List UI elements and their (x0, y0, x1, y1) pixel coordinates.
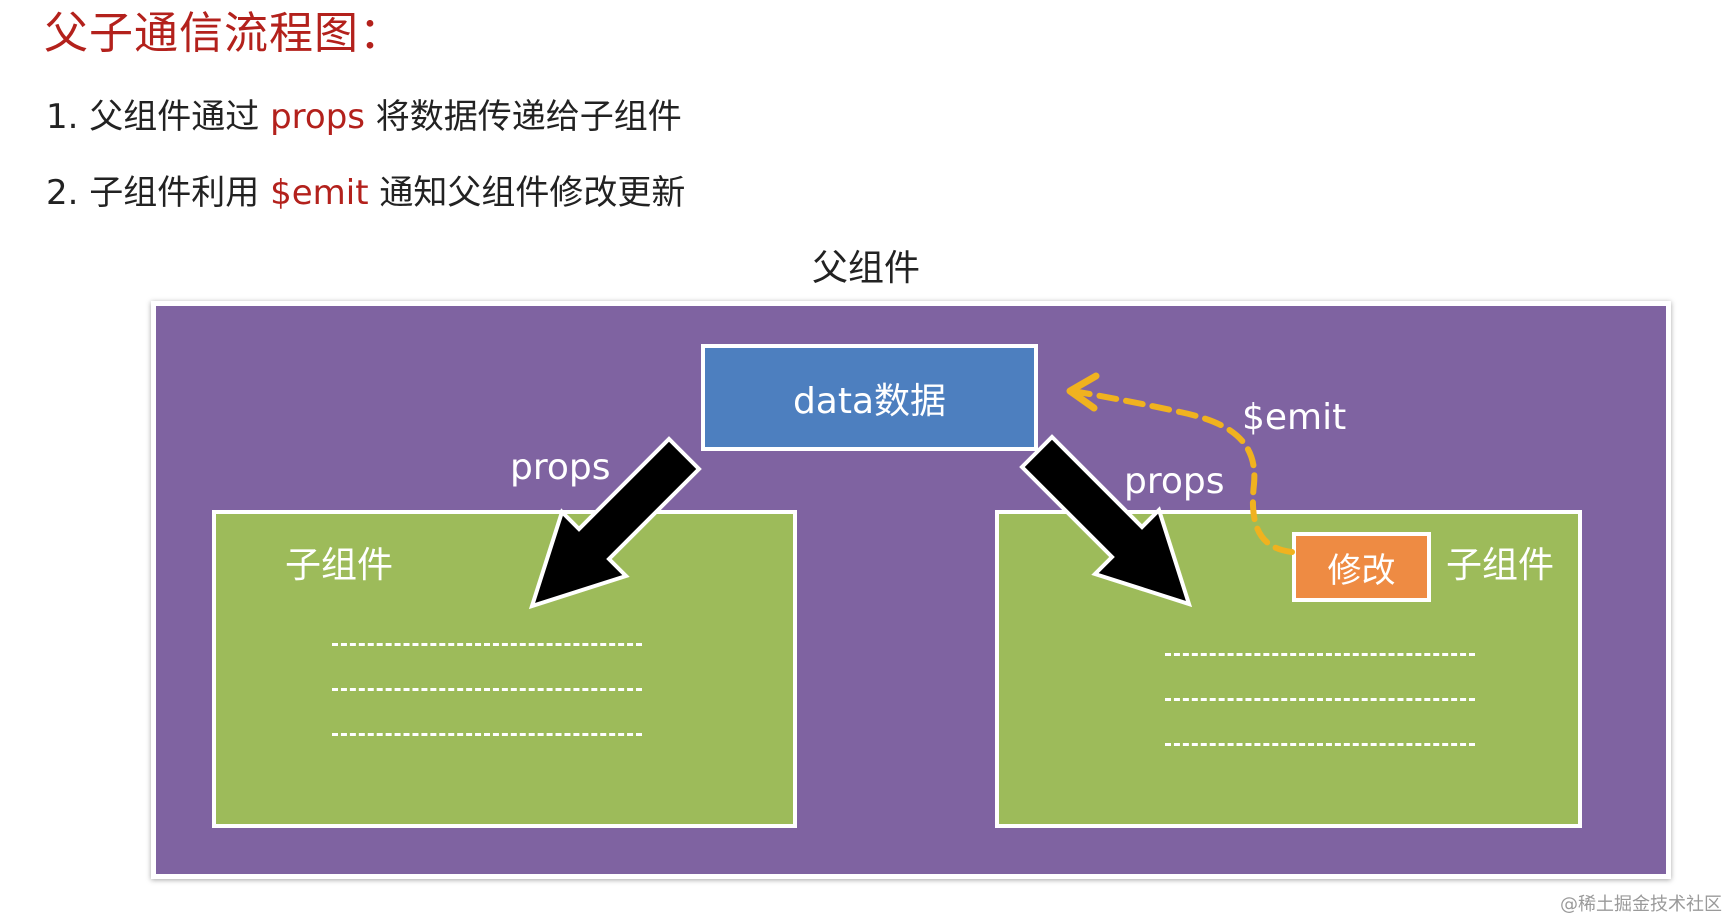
props-label-right: props (1124, 461, 1225, 502)
right-child-label: 子组件 (1446, 545, 1555, 586)
modify-box-label: 修改 (1327, 550, 1396, 591)
left-child-placeholder-line (332, 688, 642, 691)
point-1: 1. 父组件通过 props 将数据传递给子组件 (46, 94, 682, 140)
page-title: 父子通信流程图： (44, 8, 404, 59)
data-box-label: data数据 (792, 380, 947, 422)
point-2-text-before: 子组件利用 (78, 173, 271, 213)
right-child-placeholder-line (1165, 743, 1475, 746)
left-child-label: 子组件 (285, 545, 394, 586)
left-child-placeholder-line (332, 643, 642, 646)
modify-box: 修改 (1292, 532, 1431, 602)
emit-label: $emit (1242, 397, 1347, 438)
point-2-keyword: $emit (270, 173, 369, 213)
point-1-keyword: props (270, 97, 365, 137)
point-1-text-before: 父组件通过 (78, 97, 271, 137)
point-1-number: 1. (46, 97, 79, 137)
point-1-text-after: 将数据传递给子组件 (365, 97, 682, 137)
point-2-number: 2. (46, 173, 79, 213)
props-label-left: props (510, 447, 611, 488)
watermark: @稀土掘金技术社区 (1560, 894, 1722, 915)
data-box: data数据 (701, 344, 1038, 451)
right-child-placeholder-line (1165, 698, 1475, 701)
right-child-placeholder-line (1165, 653, 1475, 656)
point-2: 2. 子组件利用 $emit 通知父组件修改更新 (46, 170, 685, 216)
point-2-text-after: 通知父组件修改更新 (368, 173, 686, 213)
parent-component-label: 父组件 (812, 248, 921, 289)
left-child-placeholder-line (332, 733, 642, 736)
